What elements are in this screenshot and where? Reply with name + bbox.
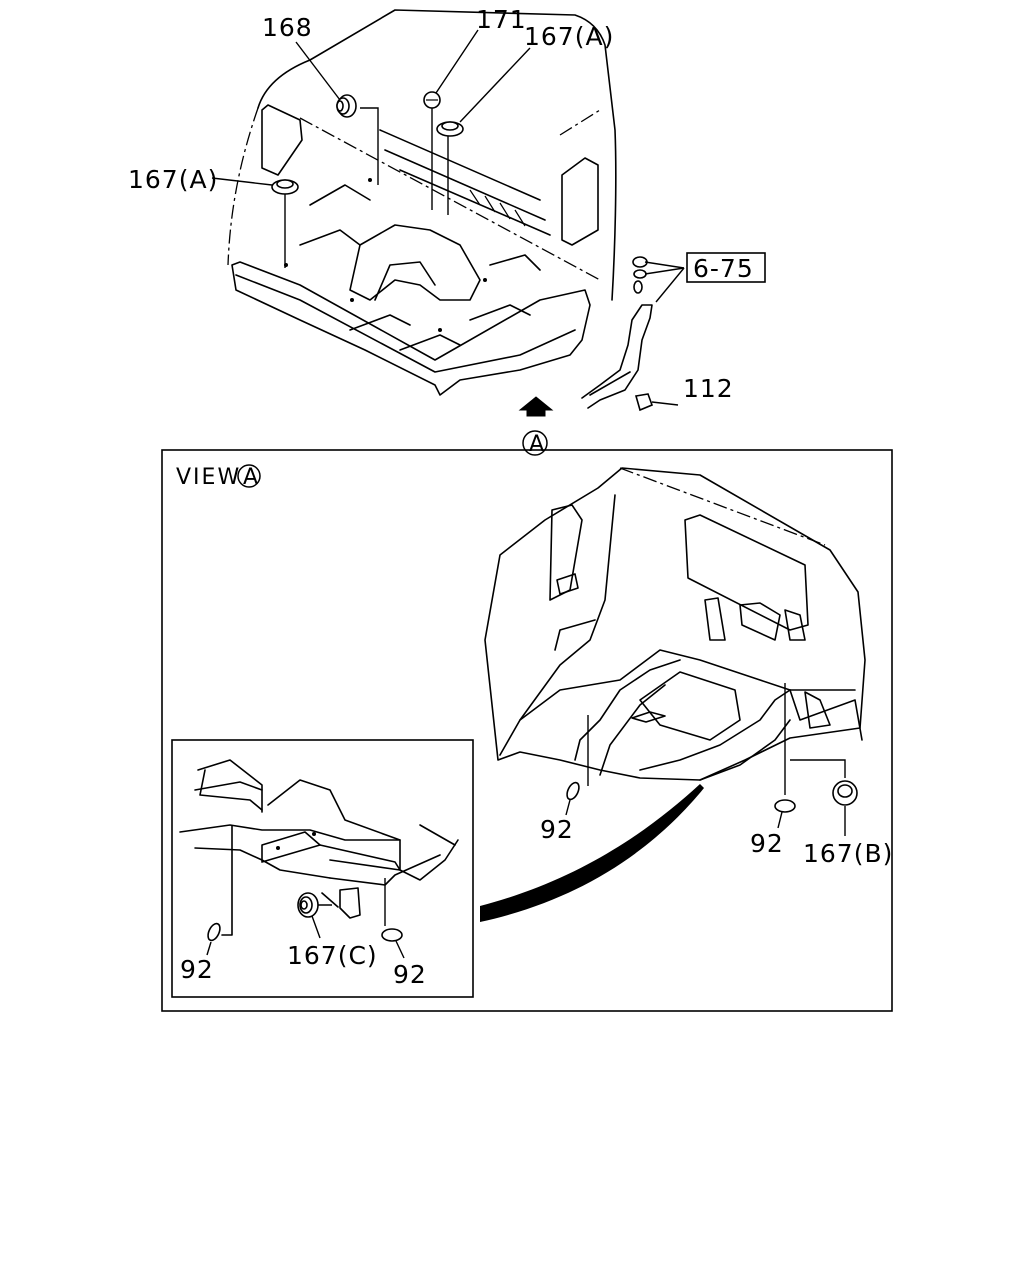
detail-inset-view bbox=[179, 759, 459, 936]
part-167b-grommet bbox=[832, 780, 858, 836]
part-167a-grommet-left bbox=[211, 177, 299, 195]
part-171-plug bbox=[423, 29, 479, 109]
callout-167c: 167(C) bbox=[287, 941, 378, 970]
part-92-plug-inset-left bbox=[206, 922, 221, 956]
detail-inset-frame bbox=[171, 739, 474, 998]
detail-connector bbox=[480, 784, 704, 922]
part-168-grommet bbox=[295, 41, 357, 118]
cab-underside-view bbox=[484, 467, 866, 795]
part-167c-grommet bbox=[297, 892, 332, 939]
callout-112: 112 bbox=[683, 374, 734, 403]
callout-92-inset-left: 92 bbox=[180, 955, 214, 984]
callout-6-75: 6-75 bbox=[693, 254, 754, 283]
view-a-frame bbox=[161, 449, 893, 1012]
part-92-plug-inset-right bbox=[381, 928, 405, 959]
part-167a-grommet-top bbox=[436, 47, 531, 137]
side-bracket bbox=[581, 256, 685, 409]
callout-92-inset-right: 92 bbox=[393, 960, 427, 989]
cab-floor-assembly bbox=[227, 9, 617, 396]
callout-167b: 167(B) bbox=[803, 839, 893, 868]
callout-168: 168 bbox=[262, 13, 313, 42]
arrow-ref-letter: A bbox=[529, 432, 546, 457]
view-ref-circle bbox=[237, 464, 261, 488]
ref-box-6-75 bbox=[686, 252, 766, 283]
part-92-plug-main-left bbox=[565, 781, 580, 816]
callout-92-main-left: 92 bbox=[540, 815, 574, 844]
callout-171: 171 bbox=[476, 5, 527, 34]
view-direction-arrow bbox=[518, 396, 554, 456]
view-ref-letter: A bbox=[243, 465, 260, 490]
part-112-clip bbox=[634, 393, 679, 412]
callout-167a-top: 167(A) bbox=[524, 22, 614, 51]
callout-167a-left: 167(A) bbox=[128, 165, 218, 194]
callout-92-main-right: 92 bbox=[750, 829, 784, 858]
view-label: VIEW bbox=[176, 465, 241, 490]
part-92-plug-main-right bbox=[774, 799, 796, 829]
